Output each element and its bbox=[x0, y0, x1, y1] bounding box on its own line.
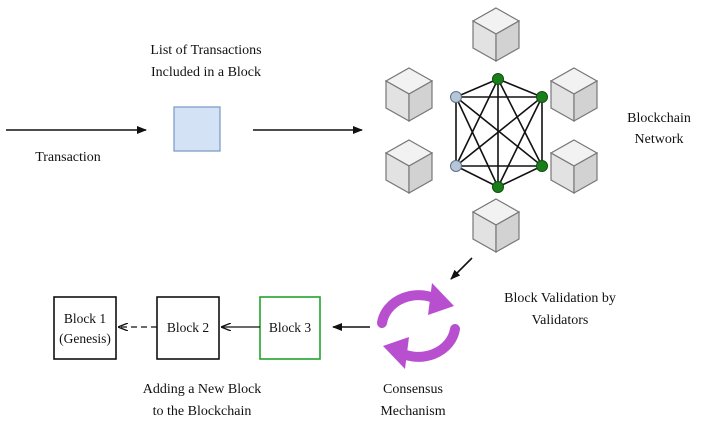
validator-node bbox=[536, 91, 548, 103]
cube-icon bbox=[550, 139, 598, 194]
network-label-line2: Network bbox=[635, 132, 684, 147]
block-1-genesis-label: (Genesis) bbox=[59, 331, 111, 346]
network-node bbox=[450, 91, 462, 103]
new-block-3 bbox=[259, 296, 321, 360]
transaction-label: Transaction bbox=[35, 150, 101, 165]
consensus-label-line2: Mechanism bbox=[380, 404, 445, 419]
validator-node bbox=[492, 73, 504, 85]
validation-label-line2: Validators bbox=[532, 313, 589, 328]
network-connections bbox=[455, 78, 543, 188]
transaction-list-block bbox=[173, 106, 221, 152]
network-label-line1: Blockchain bbox=[627, 111, 691, 126]
genesis-block-1 bbox=[53, 296, 117, 360]
block-1-label: Block 1 bbox=[64, 311, 106, 326]
cube-icon bbox=[472, 7, 520, 62]
cube-icon bbox=[385, 67, 433, 122]
adding-block-label-line1: Adding a New Block bbox=[143, 382, 262, 397]
validation-label-line1: Block Validation by bbox=[504, 291, 616, 306]
blockchain-network bbox=[385, 7, 598, 253]
cube-icon bbox=[385, 139, 433, 194]
block-2-label: Block 2 bbox=[167, 320, 209, 335]
adding-block-label-line2: to the Blockchain bbox=[153, 404, 252, 419]
network-to-consensus-arrow bbox=[450, 257, 473, 280]
validator-node bbox=[536, 160, 548, 172]
validator-node bbox=[492, 181, 504, 193]
network-node bbox=[450, 160, 462, 172]
cycle-arrows-icon bbox=[377, 283, 460, 369]
cube-icon bbox=[472, 198, 520, 253]
transaction-list-label-line2: Included in a Block bbox=[151, 65, 261, 80]
block-2 bbox=[156, 296, 220, 360]
block-3-label: Block 3 bbox=[269, 320, 312, 335]
consensus-label-line1: Consensus bbox=[383, 382, 443, 397]
transaction-list-label-line1: List of Transactions bbox=[150, 43, 261, 58]
cube-icon bbox=[550, 67, 598, 122]
